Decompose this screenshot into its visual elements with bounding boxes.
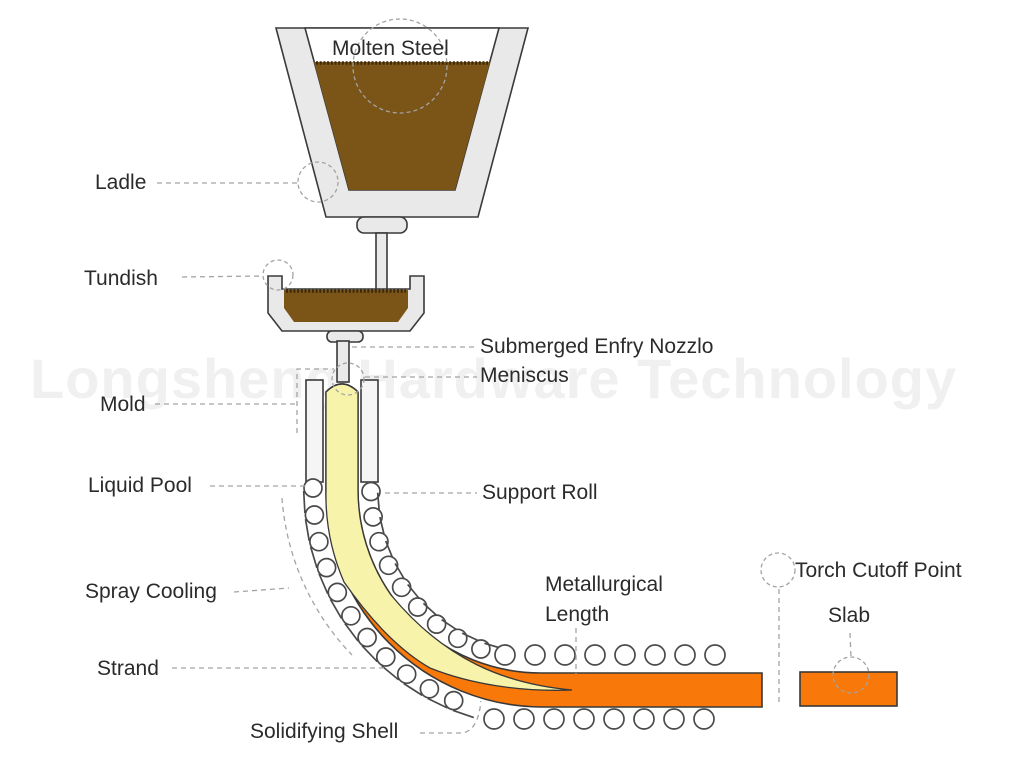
support-roll-circle: [419, 678, 440, 699]
support-roll-circle: [303, 478, 323, 498]
solidifying-shell-leader-line: [420, 700, 482, 734]
tundish-leader-line: [181, 275, 263, 278]
slab-leader-line: [849, 632, 852, 658]
metallurgical-length-label: Metallurgical Length: [545, 573, 663, 627]
spray-nozzle-tick: [304, 518, 311, 541]
support-roll-circle: [524, 644, 546, 666]
support-roll-circle: [704, 644, 726, 666]
support-roll-circle: [407, 597, 428, 617]
support-roll-circle: [316, 557, 337, 578]
ladle-marker-circle: [297, 161, 339, 203]
spray-cooling-leader-line: [233, 587, 290, 593]
support-roll-circle: [327, 582, 348, 603]
support-roll-circle: [584, 644, 606, 666]
support-roll-label: Support Roll: [482, 481, 598, 504]
submerged-entry-nozzle-label: Submerged Enfry Nozzlo: [480, 335, 714, 358]
spray-nozzle-tick: [318, 573, 329, 595]
spray-cooling-label: Spray Cooling: [85, 580, 217, 603]
support-roll-circle: [443, 690, 464, 711]
support-roll-circle: [693, 708, 715, 730]
support-roll-circle: [483, 708, 505, 730]
support-roll-circle: [426, 614, 447, 634]
support-roll-circle: [614, 644, 636, 666]
ladle-shroud-tube: [375, 232, 388, 291]
support-roll-circle: [341, 605, 361, 626]
support-roll-circle: [494, 644, 516, 666]
spray-nozzle-tick: [329, 598, 343, 619]
support-roll-circle: [603, 708, 625, 730]
spray-nozzle-tick: [344, 622, 359, 642]
annotation-lines: [155, 18, 870, 734]
support-roll-circle: [363, 507, 383, 527]
spray-nozzle-tick: [361, 645, 378, 663]
ladle-group: [274, 27, 530, 291]
support-roll-circle: [573, 708, 595, 730]
torch-cutoff-marker-circle: [760, 552, 796, 588]
support-roll-circle: [391, 577, 412, 598]
spray-cooling-zone-arc: [281, 497, 353, 656]
support-roll-circle: [375, 647, 396, 667]
support-roll-circle: [543, 708, 565, 730]
slab-marker-circle: [832, 656, 870, 694]
torch-cutoff-point-label: Torch Cutoff Point: [795, 559, 962, 582]
spray-nozzle-tick: [403, 682, 423, 697]
support-roll-circle: [309, 531, 329, 552]
spray-nozzle-tick: [427, 697, 448, 709]
support-roll-circle: [361, 481, 381, 502]
molten-steel-marker-circle: [352, 18, 448, 114]
support-roll-circle: [633, 708, 655, 730]
support-roll-circle: [471, 639, 491, 659]
mold-leader-line: [155, 368, 334, 433]
slab-label: Slab: [828, 604, 871, 627]
mold-label: Mold: [100, 393, 146, 416]
molten-steel-label: Molten Steel: [332, 37, 449, 60]
spray-nozzle-tick: [309, 546, 318, 569]
tundish-label: Tundish: [84, 267, 158, 290]
meniscus-label: Meniscus: [480, 364, 569, 387]
tundish-group: [267, 275, 425, 343]
support-rolls-group: [302, 478, 726, 730]
mold-right-wall: [360, 379, 379, 483]
tundish-molten-steel: [284, 290, 408, 322]
watermark-text: Longsheng Hardware Technology: [30, 347, 958, 410]
spray-nozzle-tick: [381, 665, 400, 681]
support-roll-circle: [304, 505, 325, 525]
slab-piece: [799, 671, 898, 707]
support-roll-circle: [513, 708, 535, 730]
support-roll-circle: [369, 531, 389, 552]
submerged-entry-nozzle-tube: [336, 340, 350, 383]
support-roll-circle: [663, 708, 685, 730]
ladle-nozzle-collar: [356, 216, 408, 234]
spray-nozzle-tick: [452, 709, 475, 719]
support-roll-circle: [396, 664, 417, 685]
strand-label: Strand: [97, 657, 159, 680]
tundish-marker-circle: [262, 259, 294, 291]
mold-left-wall: [305, 379, 324, 483]
spray-nozzle-tick: [302, 490, 306, 514]
support-roll-circle: [378, 555, 399, 576]
ladle-molten-steel: [314, 62, 490, 190]
solidifying-shell-label: Solidifying Shell: [250, 720, 399, 743]
meniscus-marker-circle: [331, 362, 365, 396]
support-roll-circle: [674, 644, 696, 666]
support-roll-circle: [644, 644, 666, 666]
support-roll-circle: [554, 644, 576, 666]
ladle-label: Ladle: [95, 171, 147, 194]
liquid-core: [325, 383, 573, 691]
liquid-pool-label: Liquid Pool: [88, 474, 192, 497]
support-roll-circle: [357, 627, 377, 648]
support-roll-circle: [447, 628, 468, 649]
